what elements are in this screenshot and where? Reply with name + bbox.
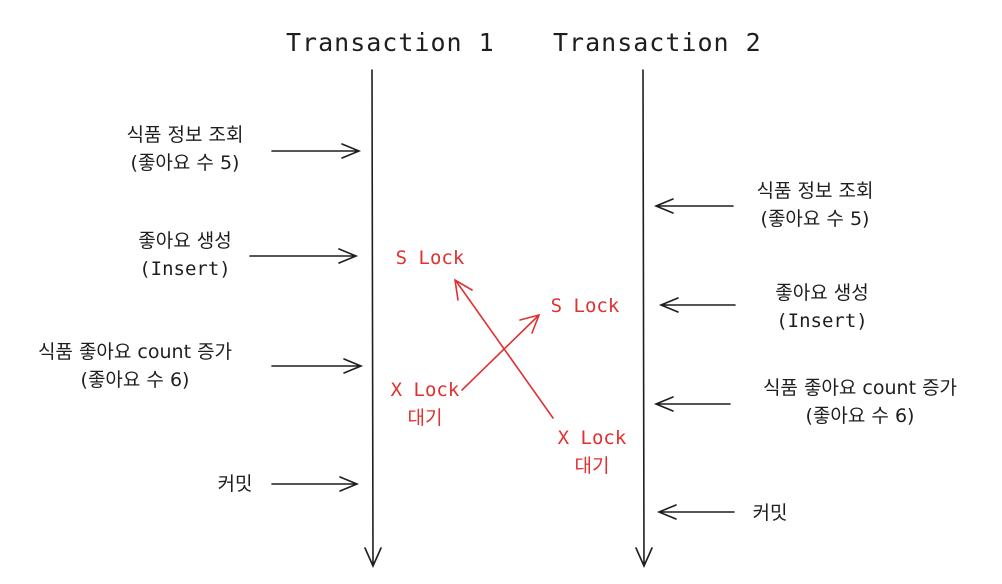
transaction-1-title: Transaction 1 [286, 28, 495, 57]
t2-step-4-line1: 커밋 [752, 502, 788, 524]
t2-step-4: 커밋 [740, 499, 800, 527]
t1-arrow-1 [271, 143, 362, 159]
t1-s-lock-label: S Lock [395, 247, 465, 269]
t2-step-2-line2: (Insert) [776, 310, 868, 332]
t1-step-1-line2: (좋아요 수 5) [130, 152, 240, 174]
t2-timeline [635, 69, 653, 568]
t1-step-3-line2: (좋아요 수 6) [80, 369, 190, 391]
t1-arrow-4 [271, 476, 360, 492]
t1-step-3-line1: 식품 좋아요 count 증가 [37, 341, 233, 363]
transaction-2-title: Transaction 2 [553, 28, 762, 57]
t2-step-3-line2: (좋아요 수 6) [805, 405, 915, 427]
t1-step-2: 좋아요 생성 (Insert) [85, 227, 285, 283]
t2-x-lock-wait: X Lock 대기 [542, 424, 642, 480]
t1-arrow-3 [271, 358, 364, 374]
t2-arrow-2 [658, 297, 736, 313]
t1-step-3: 식품 좋아요 count 증가 (좋아요 수 6) [10, 338, 260, 394]
t2-step-3: 식품 좋아요 count 증가 (좋아요 수 6) [735, 374, 985, 430]
t1-step-1: 식품 정보 조회 (좋아요 수 5) [85, 121, 285, 177]
t2-wait-label: 대기 [574, 455, 610, 477]
t1-step-2-line2: (Insert) [139, 258, 231, 280]
t2-step-1-line2: (좋아요 수 5) [760, 208, 870, 230]
t2-step-3-line1: 식품 좋아요 count 증가 [762, 377, 958, 399]
t1-arrow-2 [249, 248, 359, 264]
t1-step-4-line1: 커밋 [217, 473, 253, 495]
t1-wait-arrow [461, 313, 541, 391]
t1-wait-label: 대기 [407, 407, 443, 429]
t2-wait-arrow [453, 278, 554, 419]
t2-arrow-3 [653, 396, 731, 412]
t2-step-2-line1: 좋아요 생성 [775, 282, 869, 304]
t2-arrow-1 [653, 198, 734, 214]
t1-step-4: 커밋 [205, 470, 265, 498]
t1-x-lock-wait: X Lock 대기 [375, 376, 475, 432]
t2-step-1-line1: 식품 정보 조회 [756, 180, 874, 202]
t2-s-lock-label: S Lock [550, 295, 620, 317]
t2-step-2: 좋아요 생성 (Insert) [722, 279, 922, 335]
t2-step-1: 식품 정보 조회 (좋아요 수 5) [715, 177, 915, 233]
t1-timeline [364, 69, 382, 568]
t2-arrow-4 [656, 504, 735, 520]
t2-x-lock-label: X Lock [557, 427, 627, 449]
t1-step-2-line1: 좋아요 생성 [138, 230, 232, 252]
t1-x-lock-label: X Lock [390, 379, 460, 401]
t1-step-1-line1: 식품 정보 조회 [126, 124, 244, 146]
